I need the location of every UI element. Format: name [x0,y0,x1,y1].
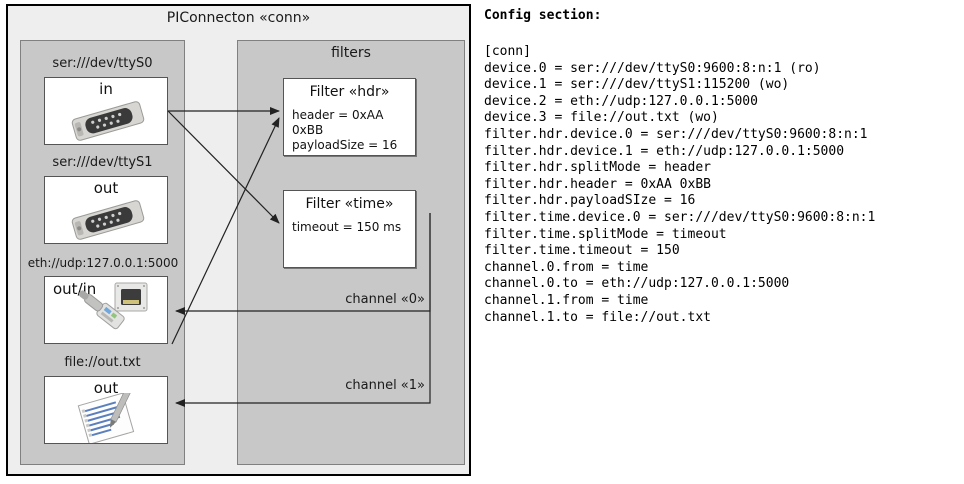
config-line: filter.time.splitMode = timeout [484,226,727,242]
config-line: filter.hdr.payloadSIze = 16 [484,193,696,209]
device-io-file: out [93,379,119,397]
filter-prop: header = 0xAA 0xBB [292,108,384,137]
device-label-ttyS0: ser:///dev/ttyS0 [52,56,153,71]
connector-eth-to-hdr [171,117,280,345]
diagram-title: PIConnecton «conn» [166,10,311,26]
channel-label-0: channel «0» [345,292,425,307]
config-line: filter.hdr.device.1 = eth://udp:127.0.0.… [484,143,845,159]
device-io-ttyS1: out [93,179,119,197]
filter-card-time[interactable]: Filter «time» timeout = 150 ms [283,190,416,268]
config-line: channel.1.to = file://out.txt [484,309,711,325]
config-line: filter.time.timeout = 150 [484,243,680,259]
filter-card-hdr[interactable]: Filter «hdr» header = 0xAA 0xBB payloadS… [283,78,416,156]
ethernet-jack-icon [78,282,148,330]
config-line: device.2 = eth://udp:127.0.0.1:5000 [484,93,758,109]
config-line: filter.time.device.0 = ser:///dev/ttyS0:… [484,209,876,225]
config-line: filter.hdr.header = 0xAA 0xBB [484,176,711,192]
filters-group-title: filters [331,45,371,61]
connector-layer [167,107,431,407]
config-heading: Config section: [484,8,602,23]
device-io-ttyS0: in [99,80,113,98]
config-line: channel.1.from = time [484,292,649,308]
connector-channel-0 [175,213,431,315]
filter-title-hdr: Filter «hdr» [309,84,390,100]
connector-channel-1 [175,213,431,407]
device-card-ttyS0[interactable]: in [44,77,168,145]
channel-label-1: channel «1» [345,378,425,393]
config-line: filter.hdr.splitMode = header [484,160,711,176]
connector-ttyS0-to-time [167,110,280,224]
device-label-eth: eth://udp:127.0.0.1:5000 [27,256,179,270]
device-card-eth[interactable]: out/in [44,276,168,344]
config-body: [conn]device.0 = ser:///dev/ttyS0:9600:8… [484,44,962,326]
device-card-file[interactable]: out [44,376,168,444]
device-card-ttyS1[interactable]: out [44,176,168,244]
text-file-icon [77,393,135,443]
device-label-ttyS1: ser:///dev/ttyS1 [52,155,153,170]
filter-prop: timeout = 150 ms [292,220,402,234]
config-line: device.1 = ser:///dev/ttyS1:115200 (wo) [484,77,790,93]
config-line: channel.0.to = eth://udp:127.0.0.1:5000 [484,276,790,292]
config-line: [conn] [484,44,531,59]
config-line: channel.0.from = time [484,259,649,275]
serial-port-icon [71,101,145,141]
filter-prop: payloadSize = 16 [292,138,398,152]
serial-port-icon [71,200,145,240]
config-line: device.3 = file://out.txt (wo) [484,110,719,126]
config-line: filter.hdr.device.0 = ser:///dev/ttyS0:9… [484,126,868,142]
device-label-file: file://out.txt [64,355,141,370]
config-line: device.0 = ser:///dev/ttyS0:9600:8:n:1 (… [484,60,821,76]
filter-title-time: Filter «time» [305,196,394,212]
